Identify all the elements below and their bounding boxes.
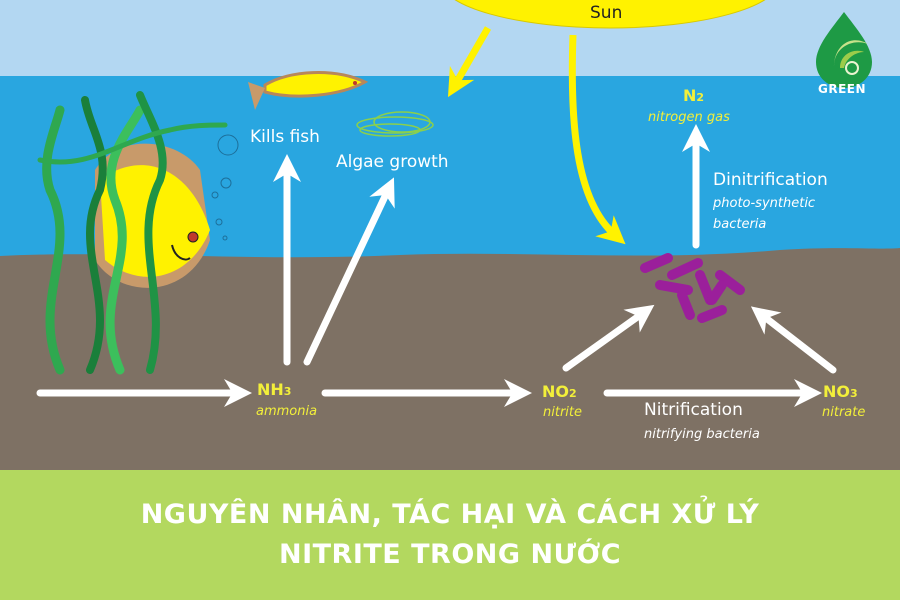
nh3-formula: NH3	[257, 380, 292, 399]
sun-label: Sun	[590, 3, 623, 23]
algae-icon	[356, 111, 434, 137]
n2-name: nitrogen gas	[648, 110, 730, 125]
sun-ray-arrow-bacteria	[568, 34, 626, 245]
banner-title-line1: NGUYÊN NHÂN, TÁC HẠI VÀ CÁCH XỬ LÝ	[140, 499, 760, 530]
algae-growth-label: Algae growth	[336, 152, 449, 172]
diagram-illustration	[0, 0, 900, 470]
nitrification-agent: nitrifying bacteria	[644, 427, 760, 442]
no2-name: nitrite	[543, 405, 582, 420]
denitrification-label: Dinitrification	[713, 170, 828, 190]
logo-text: GREEN	[818, 82, 867, 96]
nitrogen-cycle-diagram: Sun Kills fish Algae growth NH3 ammonia …	[0, 0, 900, 470]
arrow-no2-to-bacteria	[562, 304, 655, 372]
kills-fish-label: Kills fish	[250, 127, 320, 147]
sun-ray-arrow-algae	[447, 26, 492, 98]
sky	[0, 0, 900, 76]
no3-formula: NO3	[823, 382, 858, 401]
sediment	[0, 248, 900, 470]
nh3-name: ammonia	[256, 404, 318, 419]
denitrification-agent-line2: bacteria	[713, 217, 767, 232]
green-logo-icon	[816, 12, 872, 88]
denitrification-agent-line1: photo-synthetic	[713, 196, 816, 211]
small-fish-icon	[248, 71, 369, 110]
arrow-nh3-to-algae	[303, 177, 395, 366]
arrow-no3-to-bacteria	[750, 306, 837, 374]
sun-icon	[454, 0, 766, 29]
banner-title-line2: NITRITE TRONG NƯỚC	[278, 539, 622, 570]
nitrification-label: Nitrification	[644, 400, 743, 420]
title-banner: NGUYÊN NHÂN, TÁC HẠI VÀ CÁCH XỬ LÝ NITRI…	[0, 470, 900, 600]
seaweed-icon	[37, 91, 228, 375]
no3-name: nitrate	[822, 405, 866, 420]
bubbles-icon	[211, 134, 239, 241]
bacteria-icon	[640, 253, 745, 323]
no2-formula: NO2	[542, 382, 577, 401]
n2-formula: N2	[683, 86, 705, 105]
